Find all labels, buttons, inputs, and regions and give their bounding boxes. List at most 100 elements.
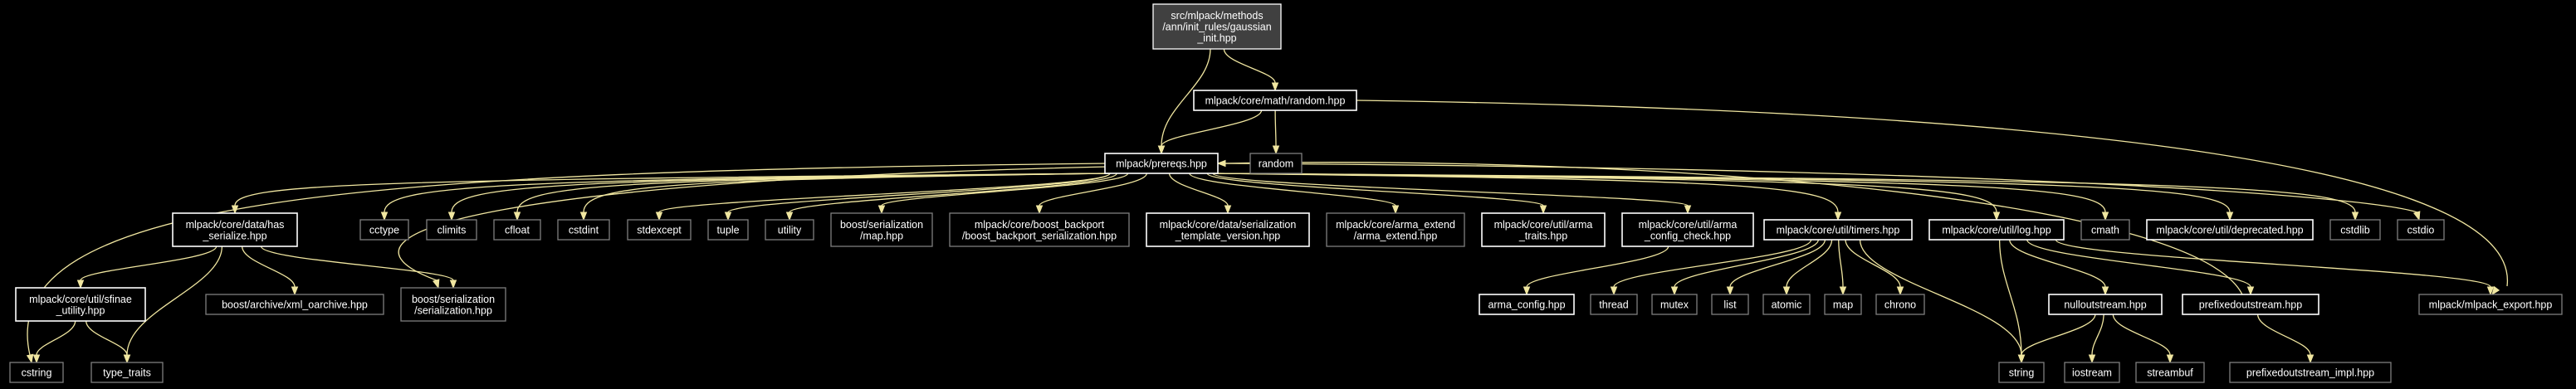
node-prereqs[interactable]: mlpack/prereqs.hpp: [1104, 153, 1219, 174]
edge-line: [1356, 100, 2508, 287]
edge-nulloutstream-to-streambuf: [2112, 314, 2174, 364]
node-box: [1928, 219, 2065, 241]
edge-prereqs-to-arma-traits: [1206, 173, 1547, 215]
edge-arrowhead: [1684, 205, 1692, 215]
edge-line: [2256, 314, 2311, 356]
edge-line: [1838, 239, 1844, 288]
node-box: [557, 219, 610, 241]
edge-arrowhead: [2412, 211, 2421, 221]
node-label: utility: [778, 225, 802, 236]
node-arma-config-check[interactable]: mlpack/core/util/arma_config_check.hpp: [1621, 212, 1754, 247]
node-arma-config[interactable]: arma_config.hpp: [1479, 294, 1575, 315]
edge-line: [583, 173, 1111, 213]
node-box: [1762, 294, 1811, 315]
node-box: [1590, 294, 1638, 315]
edge-line: [1212, 173, 1689, 207]
node-label: boost/archive/xml_oarchive.hpp: [222, 299, 368, 311]
node-label: mutex: [1660, 299, 1689, 311]
node-label: mlpack/core/util/sfinae: [29, 294, 132, 305]
node-box: [949, 212, 1130, 247]
node-timers[interactable]: mlpack/core/util/timers.hpp: [1763, 219, 1913, 241]
edge-line: [80, 246, 218, 281]
edge-line: [1039, 173, 1148, 207]
edge-line: [398, 166, 1109, 281]
node-prefixedoutstream-impl: prefixedoutstream_impl.hpp: [2229, 362, 2392, 383]
node-nulloutstream[interactable]: nulloutstream.hpp: [2048, 294, 2163, 315]
edge-nulloutstream-to-iostream: [2088, 314, 2104, 364]
node-box: [627, 219, 692, 241]
edge-arrowhead: [2226, 212, 2234, 221]
edge-line: [1274, 109, 1277, 147]
edge-arrowhead: [2306, 354, 2314, 364]
node-cstdint: cstdint: [557, 219, 610, 241]
node-cstdio: cstdio: [2397, 219, 2445, 241]
node-label: mlpack/core/math/random.hpp: [1205, 95, 1346, 107]
node-box: [1824, 294, 1862, 315]
node-label: mlpack/core/util/timers.hpp: [1777, 225, 1900, 236]
edge-line: [1998, 239, 2022, 356]
edge-arrowhead: [785, 212, 794, 221]
node-box: [359, 219, 409, 241]
edge-arrowhead: [1539, 205, 1547, 215]
edge-arrowhead: [877, 205, 886, 215]
node-label: _config_check.hpp: [1644, 230, 1731, 241]
node-box: [2329, 219, 2381, 241]
edge-arrowhead: [432, 279, 440, 289]
edge-arrowhead: [1670, 286, 1679, 296]
node-random-hpp[interactable]: mlpack/core/math/random.hpp: [1193, 90, 1357, 111]
edge-line: [2009, 239, 2106, 288]
edge-prefixedoutstream-to-prefixedoutstream-impl: [2256, 314, 2314, 364]
node-label: prefixedoutstream_impl.hpp: [2246, 367, 2374, 379]
node-label: type_traits: [103, 367, 151, 379]
node-list: list: [1711, 294, 1749, 315]
edge-prereqs-to-template-version: [1168, 173, 1232, 215]
node-label: list: [1723, 299, 1737, 311]
node-box: [90, 362, 164, 383]
node-log[interactable]: mlpack/core/util/log.hpp: [1928, 219, 2065, 241]
edge-arrowhead: [1224, 205, 1232, 215]
edge-line: [260, 246, 454, 281]
node-box: [9, 362, 64, 383]
edge-arrowhead: [1834, 212, 1842, 221]
node-label: thread: [1599, 299, 1628, 311]
node-label: /serialization.hpp: [414, 304, 492, 316]
node-label: map: [1833, 299, 1853, 311]
node-box: [1998, 362, 2045, 383]
edge-arrowhead: [123, 354, 131, 364]
node-arma-traits[interactable]: mlpack/core/util/arma_traits.hpp: [1481, 212, 1606, 247]
edge-line: [1674, 239, 1820, 288]
node-box: [493, 219, 541, 241]
edge-random-hpp-to-random: [1272, 109, 1280, 155]
edge-line: [1217, 163, 2418, 213]
node-has-serialize[interactable]: mlpack/core/data/has_serialize.hpp: [172, 212, 298, 247]
node-label: mlpack/core/arma_extend: [1336, 219, 1455, 231]
edge-prereqs-to-boost-map: [877, 173, 1129, 215]
edge-line: [1189, 173, 1396, 207]
node-map: map: [1824, 294, 1862, 315]
node-box: [2418, 294, 2563, 315]
edge-arrowhead: [1272, 145, 1280, 155]
node-box: [400, 287, 506, 322]
node-template-version[interactable]: mlpack/core/data/serialization_template_…: [1146, 212, 1310, 247]
edge-arrowhead: [2351, 212, 2359, 221]
node-boost-backport: mlpack/core/boost_backport/boost_backpor…: [949, 212, 1130, 247]
node-box: [2080, 219, 2130, 241]
edge-line: [1206, 173, 1544, 207]
edge-prereqs-to-timers: [1212, 173, 1842, 221]
node-label: /map.hpp: [860, 230, 903, 241]
node-prefixedoutstream[interactable]: prefixedoutstream.hpp: [2182, 294, 2319, 315]
edge-prereqs-to-cstdint: [579, 173, 1111, 221]
edge-timers-to-list: [1726, 239, 1826, 296]
node-box: [15, 287, 146, 322]
node-box: [765, 219, 814, 241]
node-sfinae[interactable]: mlpack/core/util/sfinae_utility.hpp: [15, 287, 146, 322]
edge-line: [1526, 246, 1669, 288]
edge-line: [2091, 314, 2104, 356]
node-deprecated[interactable]: mlpack/core/util/deprecated.hpp: [2146, 219, 2314, 241]
node-label: cctype: [369, 225, 399, 236]
node-label: atomic: [1772, 299, 1802, 311]
edge-arrowhead: [513, 212, 521, 221]
node-label: mlpack/core/util/arma: [1494, 219, 1593, 231]
edge-arrowhead: [2101, 212, 2109, 221]
